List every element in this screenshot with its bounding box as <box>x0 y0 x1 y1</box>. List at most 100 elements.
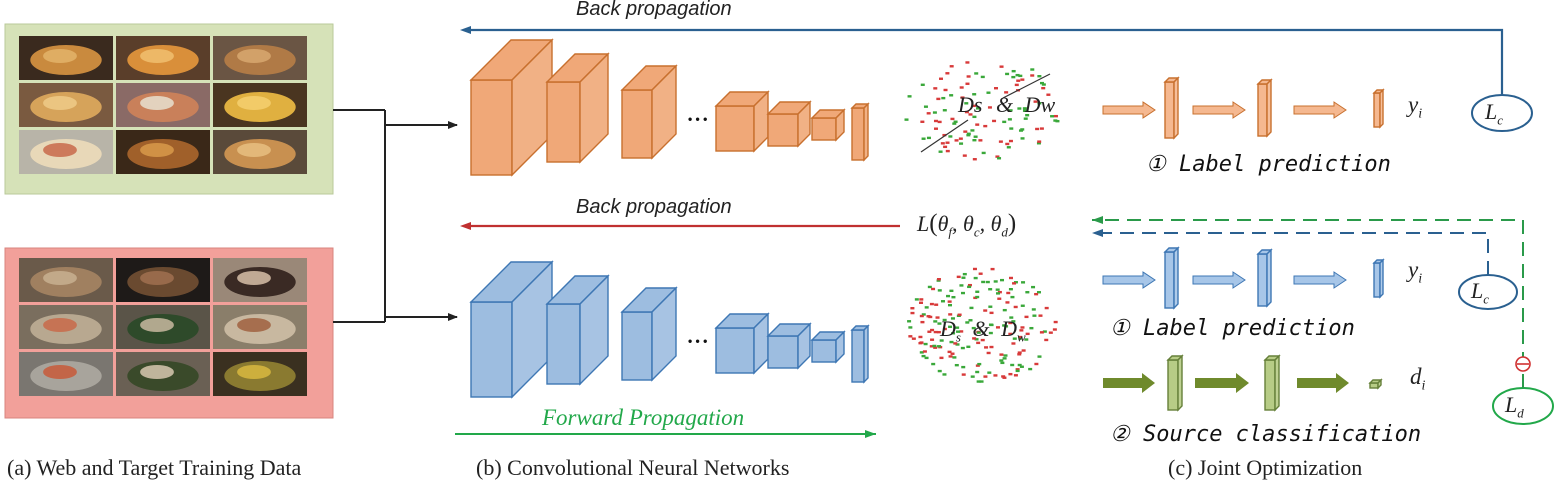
target-photo <box>213 352 307 396</box>
orange-conv-block <box>766 100 812 148</box>
scatter-top-point <box>1005 72 1010 76</box>
blue-conv-block <box>545 274 610 386</box>
loss-ld: Ld <box>1505 392 1524 421</box>
scatter-top-point <box>1039 81 1044 85</box>
scatter-bottom-point <box>972 337 977 340</box>
scatter-top-point <box>964 110 969 114</box>
scatter-top-point <box>966 75 971 78</box>
scatter-top-point <box>1030 68 1035 71</box>
output-yi-bottom: yi <box>1408 257 1423 287</box>
scatter-top-point <box>933 119 938 123</box>
scatter-top-point <box>972 93 977 96</box>
scatter-top-point <box>963 130 968 133</box>
scatter-top-point <box>959 142 964 145</box>
scatter-top-point <box>920 120 925 123</box>
scatter-bottom-point <box>960 291 965 295</box>
scatter-bottom-point <box>1044 338 1049 342</box>
scatter-bottom-point <box>946 294 951 298</box>
scatter-top-point <box>1037 102 1042 105</box>
scatter-top-point <box>950 117 955 121</box>
scatter-bottom-point <box>990 267 995 271</box>
scatter-top-point <box>974 72 979 75</box>
caption-b: (b) Convolutional Neural Networks <box>476 455 790 480</box>
scatter-bottom-point <box>995 288 1000 291</box>
scatter-bottom-point <box>937 289 942 292</box>
orange-conv-block <box>714 90 770 153</box>
scatter-bottom-point <box>908 335 913 338</box>
scatter-top-point <box>976 107 981 110</box>
scatter-bottom-point <box>949 289 954 293</box>
scatter-bottom-point <box>997 290 1002 294</box>
blue-conv-block <box>469 260 554 399</box>
scatter-bottom-point <box>1008 288 1013 291</box>
scatter-bottom-point <box>955 343 960 346</box>
scatter-bottom-point <box>1008 321 1013 325</box>
scatter-bottom-point <box>993 280 998 283</box>
scatter-top-point <box>933 87 938 90</box>
scatter-top-point <box>973 135 978 138</box>
scatter-top-point <box>970 129 975 132</box>
output-di: di <box>1410 364 1426 394</box>
scatter-top-point <box>1055 119 1060 123</box>
web-photo <box>213 130 307 174</box>
scatter-bottom-point <box>988 323 993 326</box>
scatter-bottom-point <box>1024 338 1029 341</box>
scatter-top-point <box>975 123 980 126</box>
scatter-bottom-point <box>929 345 934 348</box>
scatter-bottom-point <box>937 345 942 348</box>
scatter-bottom-point <box>975 290 980 293</box>
scatter-bottom-point <box>948 325 953 329</box>
label-prediction-top: ① Label prediction <box>1146 152 1391 177</box>
scatter-bottom-point <box>927 330 932 333</box>
source-classification-label: ② Source classification <box>1110 422 1422 447</box>
scatter-bottom-point <box>950 352 955 355</box>
scatter-bottom-point <box>947 303 952 307</box>
scatter-bottom-point <box>952 356 957 359</box>
scatter-bottom-point <box>1044 306 1049 310</box>
blue-conv-block <box>850 324 870 384</box>
scatter-top-point <box>945 72 950 75</box>
scatter-bottom-point <box>951 295 956 299</box>
web-photo <box>213 83 307 127</box>
scatter-bottom-point <box>1013 305 1018 309</box>
scatter-bottom-point <box>910 311 915 315</box>
scatter-bottom-point <box>1002 376 1007 379</box>
scatter-bottom-point <box>1020 304 1025 307</box>
scatter-top-point <box>1004 91 1009 94</box>
scatter-bottom-point <box>1009 316 1014 319</box>
orange-conv-block <box>545 52 610 164</box>
scatter-top-point <box>1041 83 1046 86</box>
scatter-bottom-point <box>919 341 924 344</box>
target-photo <box>116 352 210 396</box>
domain-fc-layer <box>1166 354 1184 412</box>
scatter-top-point <box>1018 74 1023 78</box>
scatter-bottom-point <box>969 306 974 310</box>
scatter-bottom-point <box>922 350 927 353</box>
web-photo <box>19 36 113 80</box>
scatter-top-point <box>964 102 969 105</box>
bottom-head-arrow <box>1192 271 1246 289</box>
data-connectors <box>333 109 458 323</box>
scatter-top-point <box>1041 86 1046 90</box>
label-predictor-bottom <box>1102 246 1385 310</box>
scatter-bottom-point <box>936 330 941 334</box>
scatter-bottom-point <box>1010 363 1015 367</box>
scatter-top-point <box>987 106 992 109</box>
scatter-bottom-point <box>928 315 933 319</box>
scatter-bottom-point <box>930 338 935 341</box>
scatter-top-point <box>1037 74 1042 78</box>
scatter-top-point <box>952 122 957 125</box>
scatter-bottom-point <box>956 330 961 333</box>
scatter-bottom-point <box>948 355 953 358</box>
scatter-top-point <box>1025 113 1030 117</box>
scatter-bottom-point <box>1011 320 1016 323</box>
scatter-bottom-point <box>1002 308 1007 312</box>
scatter-bottom-point <box>939 356 944 360</box>
loss-lc-top: Lc <box>1485 99 1504 128</box>
scatter-top-point <box>920 83 925 86</box>
scatter-top-point <box>1053 114 1058 118</box>
scatter-bottom-point <box>983 309 988 312</box>
target-photo <box>116 305 210 349</box>
